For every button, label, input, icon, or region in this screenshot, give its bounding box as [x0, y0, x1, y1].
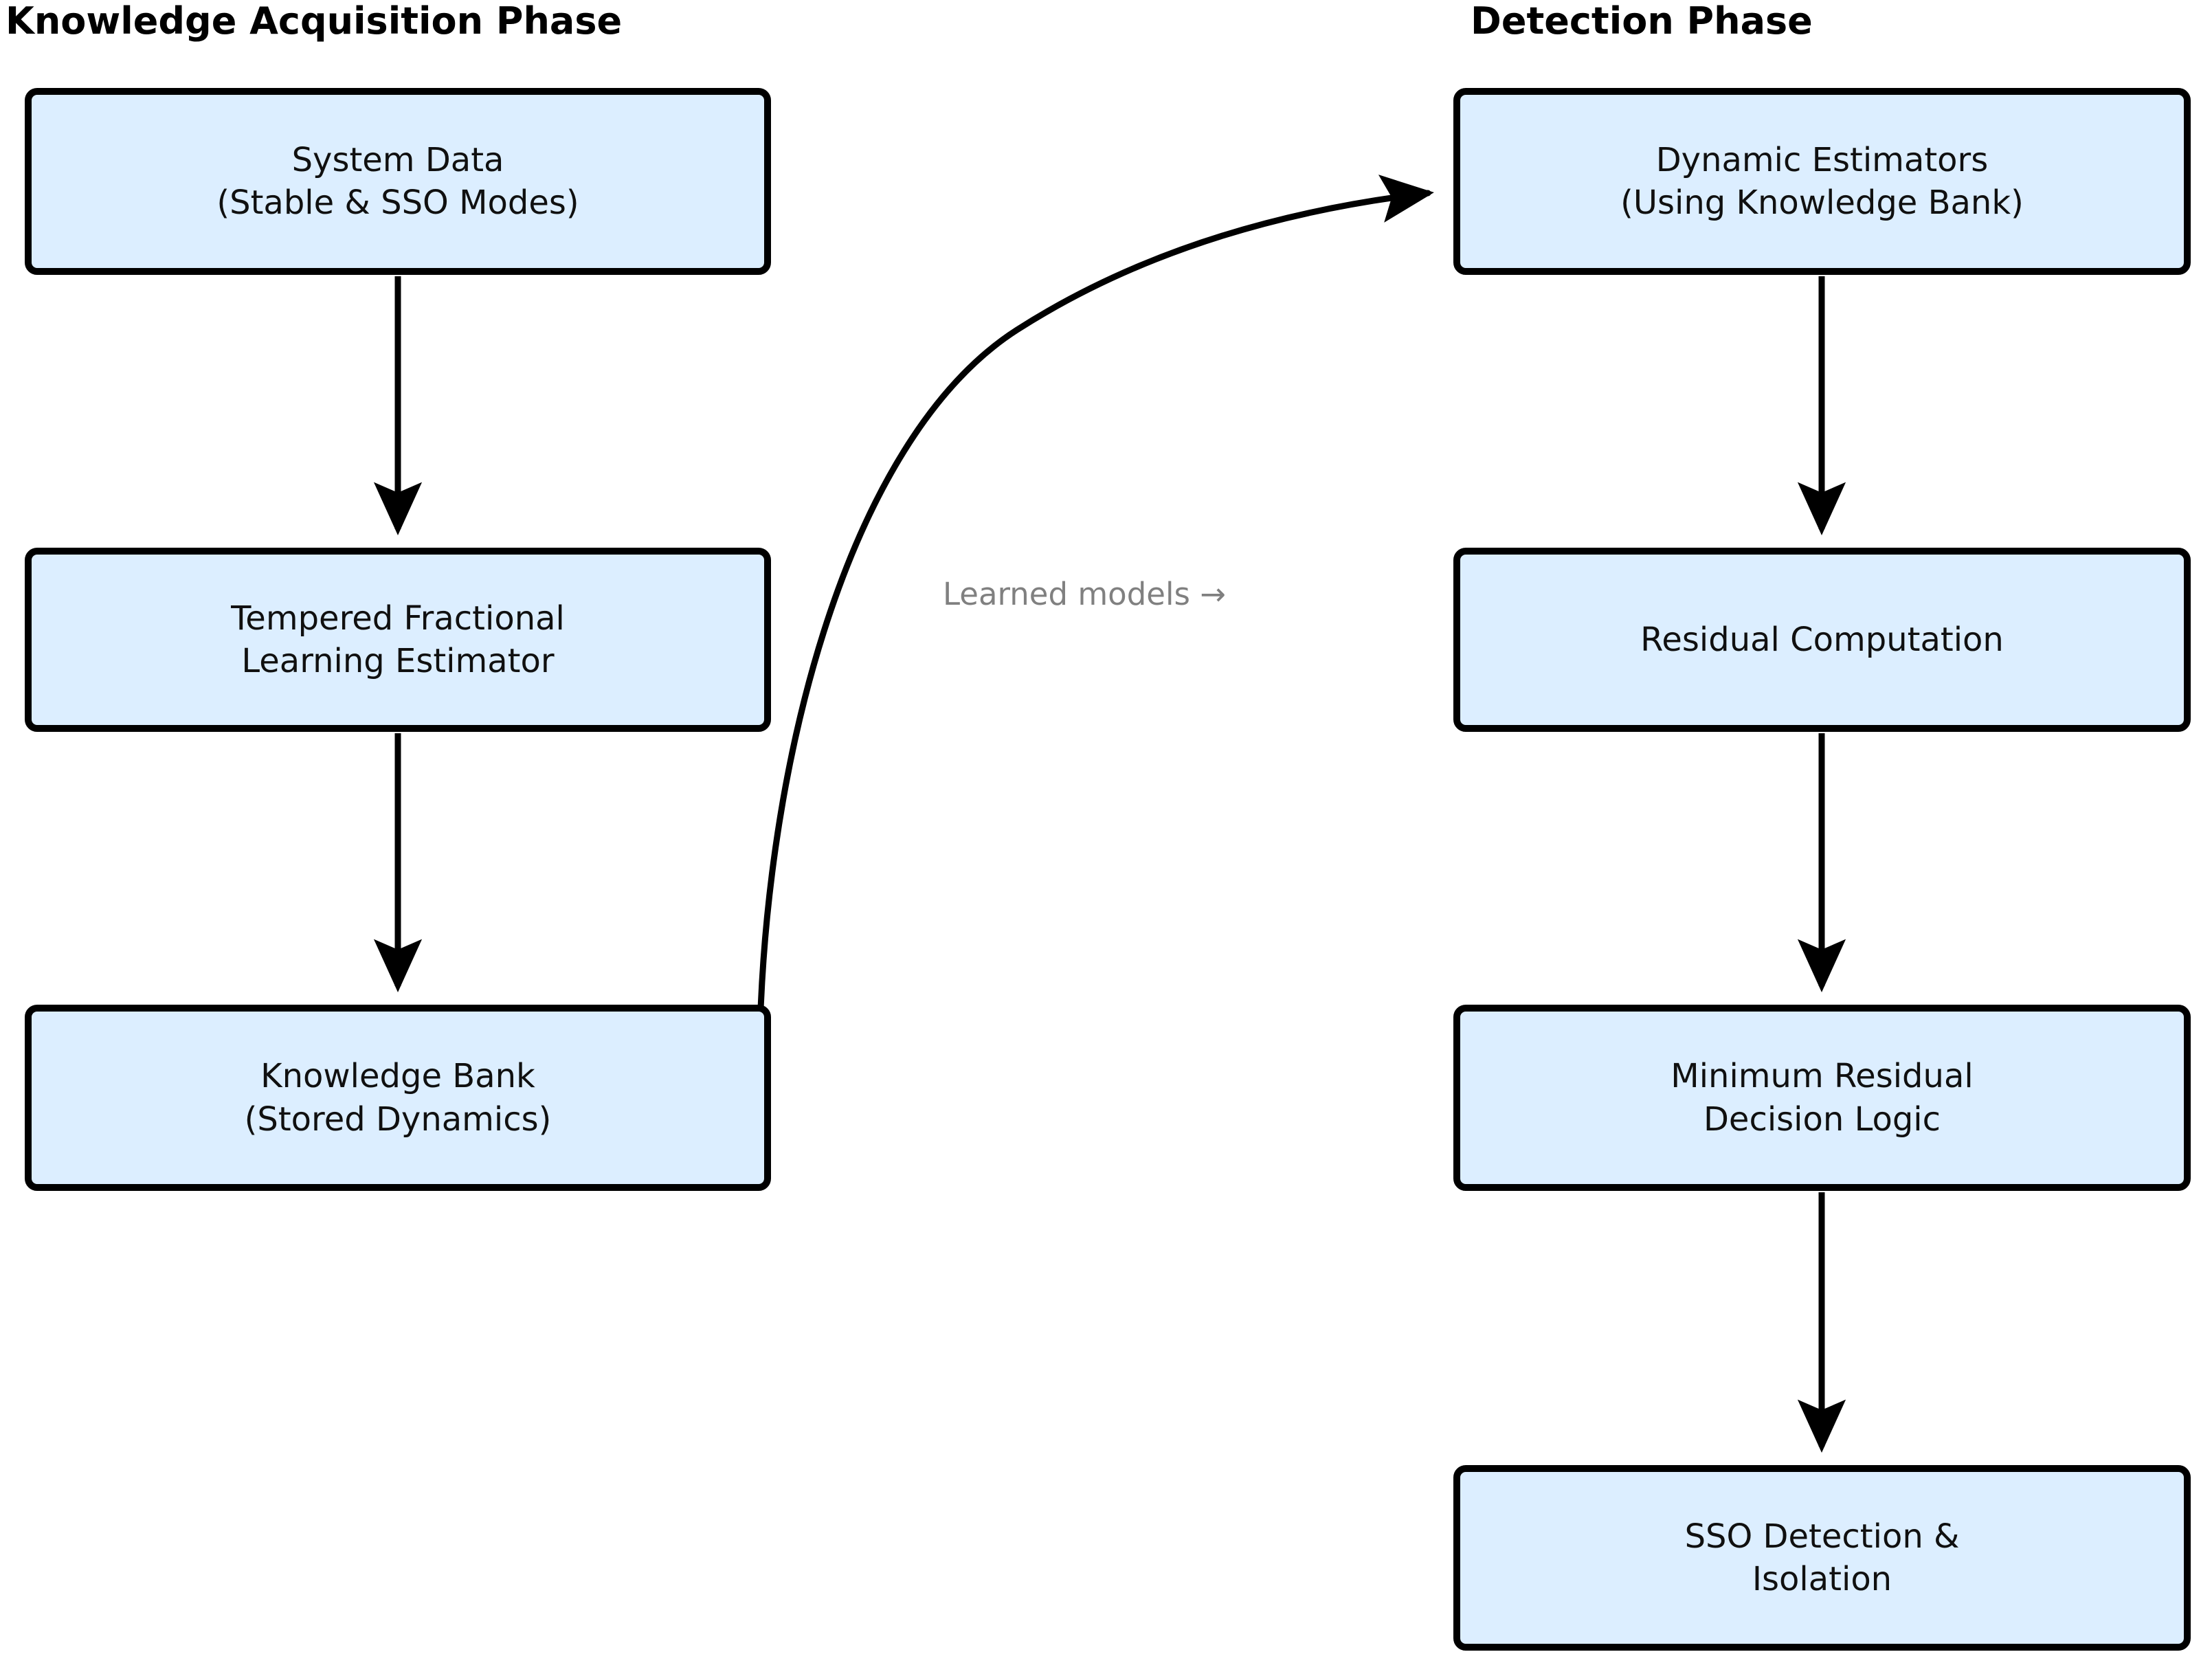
node-dynamic-estimators-label: Dynamic Estimators (Using Knowledge Bank… — [1620, 140, 2024, 222]
node-knowledge-bank-label: Knowledge Bank (Stored Dynamics) — [244, 1057, 552, 1139]
node-tempered-fractional-learning-estimator-label: Tempered Fractional Learning Estimator — [231, 599, 565, 680]
arrow-knowledge-bank-to-dynamic-estimators — [756, 175, 1434, 1079]
node-tempered-fractional-learning-estimator[interactable]: Tempered Fractional Learning Estimator — [25, 548, 771, 732]
node-residual-computation-label: Residual Computation — [1640, 620, 2004, 659]
node-system-data[interactable]: System Data (Stable & SSO Modes) — [25, 88, 771, 275]
node-system-data-label: System Data (Stable & SSO Modes) — [216, 140, 579, 222]
node-sso-detection-isolation[interactable]: SSO Detection & Isolation — [1453, 1465, 2191, 1651]
phase-title-detection: Detection Phase — [1471, 0, 1813, 43]
node-dynamic-estimators[interactable]: Dynamic Estimators (Using Knowledge Bank… — [1453, 88, 2191, 275]
phase-title-knowledge-acquisition: Knowledge Acquisition Phase — [5, 0, 623, 43]
node-residual-computation[interactable]: Residual Computation — [1453, 548, 2191, 732]
node-minimum-residual-decision-logic[interactable]: Minimum Residual Decision Logic — [1453, 1005, 2191, 1191]
node-sso-detection-isolation-label: SSO Detection & Isolation — [1684, 1517, 1960, 1598]
node-knowledge-bank[interactable]: Knowledge Bank (Stored Dynamics) — [25, 1005, 771, 1191]
edge-label-learned-models: Learned models → — [943, 576, 1226, 612]
node-minimum-residual-decision-logic-label: Minimum Residual Decision Logic — [1671, 1057, 1974, 1139]
